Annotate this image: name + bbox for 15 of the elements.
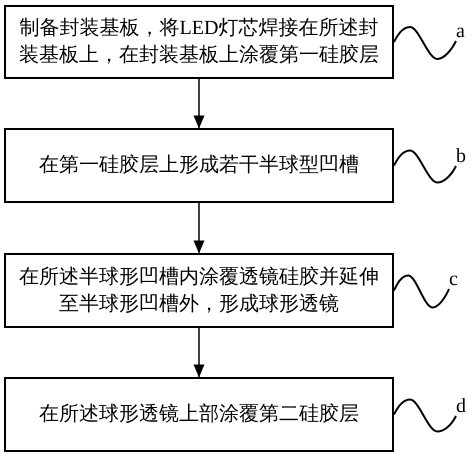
arrow — [194, 328, 204, 378]
arrow — [194, 203, 204, 254]
callout-letter: c — [449, 269, 458, 289]
arrow — [194, 79, 204, 128]
process-box: 在第一硅胶层上形成若干半球型凹槽 — [4, 128, 394, 203]
callout-letter: d — [456, 396, 466, 416]
process-box: 制备封装基板，将LED灯芯焊接在所述封装基板上，在封装基板上涂覆第一硅胶层 — [4, 5, 394, 79]
leader-line — [393, 398, 457, 432]
leader-line — [393, 150, 457, 184]
process-box: 在所述半球形凹槽内涂覆透镜硅胶并延伸至半球形凹槽外，形成球形透镜 — [4, 253, 394, 328]
leader-line — [393, 274, 450, 308]
leader-line — [393, 26, 457, 60]
callout-letter: b — [456, 146, 466, 166]
process-box: 在所述球形透镜上部涂覆第二硅胶层 — [4, 377, 394, 452]
callout-letter: a — [456, 21, 465, 41]
